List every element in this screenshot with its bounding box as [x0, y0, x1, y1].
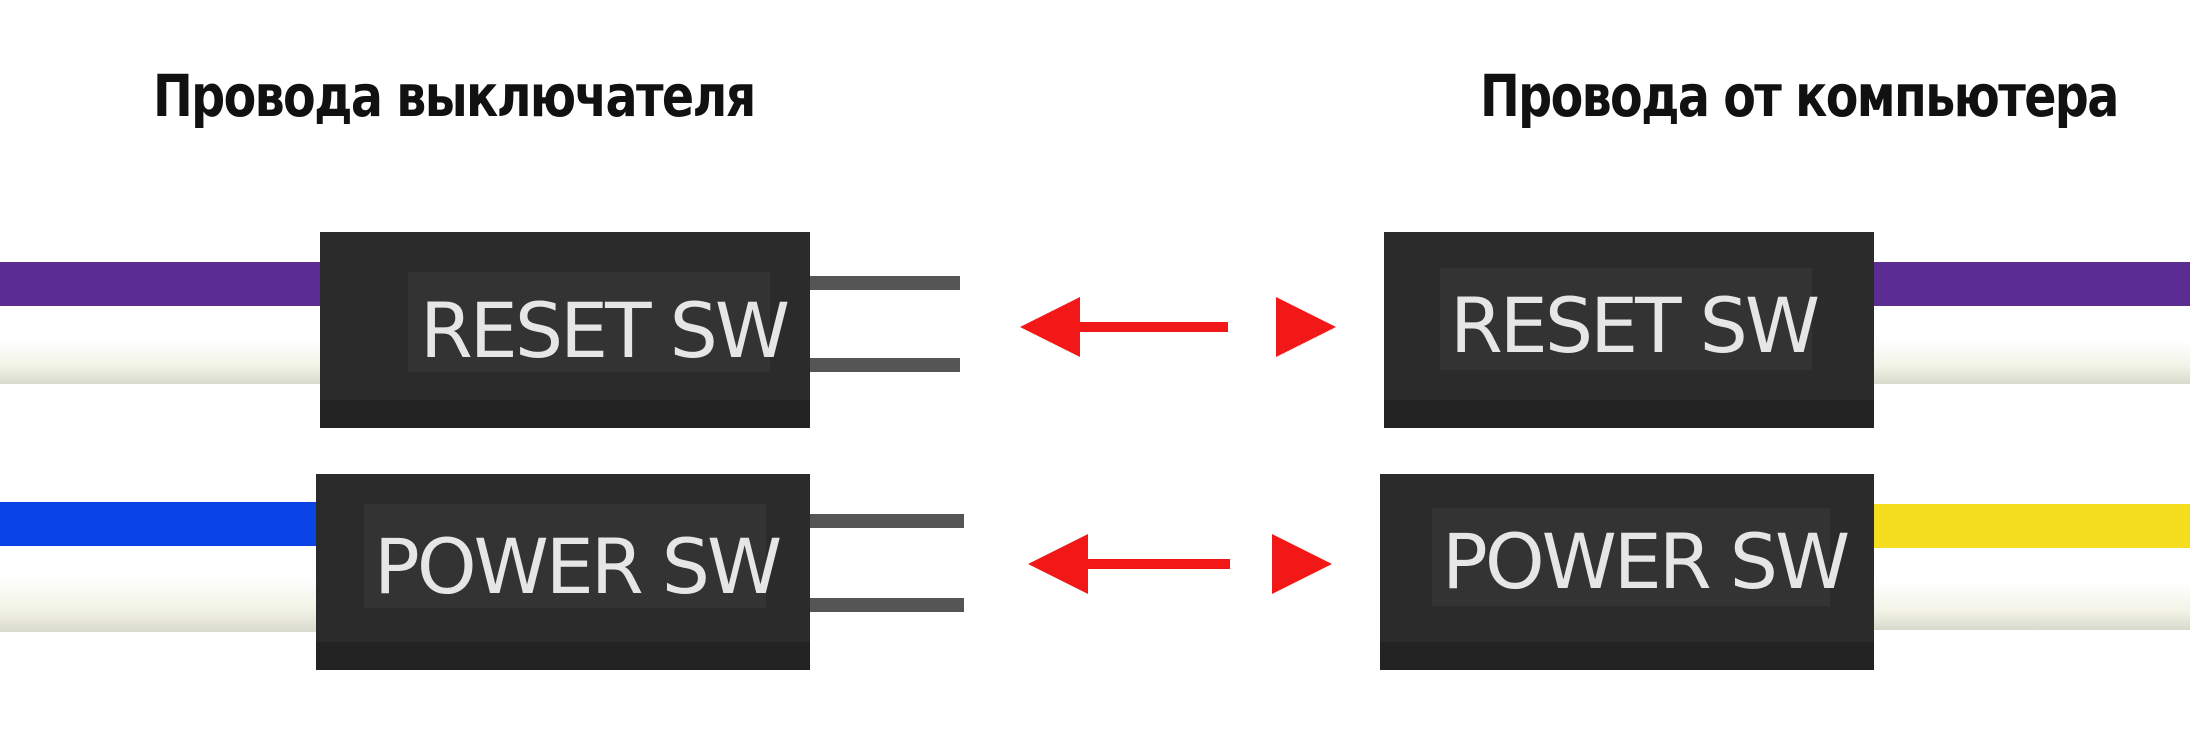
connector-bottom-edge — [316, 642, 810, 670]
connector-bottom-edge — [320, 400, 810, 428]
right-power-connector: POWER SW — [1380, 474, 2190, 670]
connector-bottom-edge — [1384, 400, 1874, 428]
arrow-reset — [1020, 297, 1336, 357]
pin-top — [808, 514, 964, 528]
purple-wire — [0, 262, 322, 306]
right-reset-label: RESET SW — [1450, 281, 1818, 370]
white-wire — [0, 340, 322, 384]
pin-top — [808, 276, 960, 290]
blue-wire — [0, 502, 318, 546]
yellow-wire — [1872, 504, 2190, 548]
purple-wire — [1872, 262, 2190, 306]
heading-switch-wires: Провода выключателя — [153, 62, 756, 130]
white-wire — [0, 576, 318, 632]
left-reset-label: RESET SW — [420, 286, 788, 375]
connector-label-bg — [1440, 268, 1812, 370]
connector-label-bg — [1432, 508, 1830, 606]
pin-bottom — [808, 358, 960, 372]
pin-bottom — [808, 598, 964, 612]
white-wire — [1872, 582, 2190, 630]
connector-label-bg — [408, 272, 770, 372]
left-power-connector: POWER SW — [0, 474, 964, 670]
heading-computer-wires: Провода от компьютера — [1480, 62, 2119, 130]
left-reset-connector: RESET SW — [0, 232, 960, 428]
right-power-label: POWER SW — [1442, 517, 1848, 606]
arrow-power — [1028, 534, 1332, 594]
connector-label-bg — [364, 504, 766, 608]
white-wire — [1872, 340, 2190, 384]
connector-bottom-edge — [1380, 642, 1874, 670]
left-power-label: POWER SW — [374, 522, 780, 611]
right-reset-connector: RESET SW — [1384, 232, 2190, 428]
